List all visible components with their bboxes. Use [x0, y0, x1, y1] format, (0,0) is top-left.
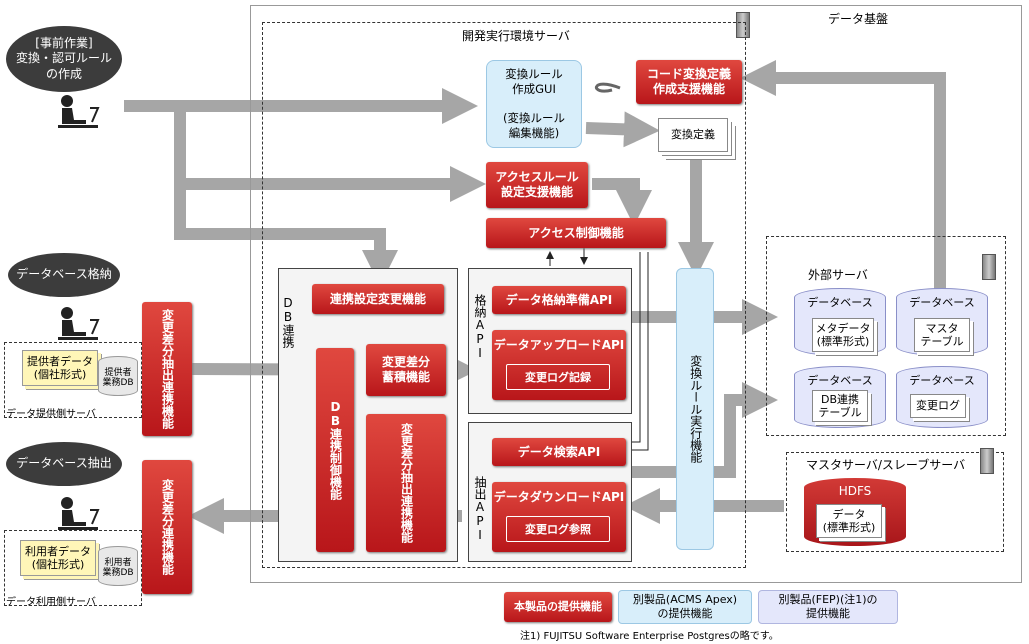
bubble-db-extract: データベース抽出: [6, 442, 122, 486]
external-server-boundary: [766, 236, 1006, 436]
bubble-prework-text: [事前作業] 変換・認可ルール の作成: [15, 35, 112, 81]
hdfs-data-text: データ (標準形式): [822, 507, 876, 534]
upload-api-text: データアップロードAPI: [493, 338, 625, 352]
metadata-doc: メタデータ (標準形式): [812, 318, 874, 352]
provider-db-cylinder: 提供者 業務DB: [98, 356, 138, 396]
change-log-ref: 変更ログ参照: [506, 516, 610, 542]
conv-def-doc: 変換定義: [658, 118, 728, 152]
person-icon: [58, 307, 100, 340]
code-conv-def-support: コード変換定義 作成支援機能: [636, 60, 742, 104]
user-data-text: 利用者データ (個社形式): [25, 544, 91, 571]
person-icon: [58, 497, 100, 530]
store-api-label: 格納API: [473, 294, 487, 360]
legend-product: 本製品の提供機能: [504, 592, 612, 622]
access-control-text: アクセス制御機能: [528, 225, 624, 240]
provider-server-label: データ提供側サーバ: [6, 409, 96, 420]
hdfs-data-doc: データ (標準形式): [816, 504, 882, 538]
db-link-control-text: DB連携制御機能: [328, 400, 343, 500]
arrow-gui-to-convdef: [585, 111, 660, 148]
left-diff-extract-link-text: 変更差分抽出連携機能: [160, 309, 175, 429]
access-control: アクセス制御機能: [486, 218, 666, 248]
arrow-external-to-codeconv: [740, 60, 946, 290]
db-title: データベース: [909, 296, 975, 309]
dev-server-label: 開発実行環境サーバ: [462, 29, 570, 43]
arrow-access-rule-to-ctrl: [592, 178, 652, 226]
change-log-text: 変更ログ: [916, 399, 960, 413]
user-data-doc: 利用者データ (個社形式): [20, 540, 96, 576]
download-api-text: データダウンロードAPI: [493, 490, 625, 504]
conv-rule-gui-text: 変換ルール 作成GUI (変換ルール 編集機能): [503, 66, 565, 141]
provider-server-boundary: [4, 342, 142, 418]
conv-rule-exec: 変換ルール実行機能: [676, 268, 714, 550]
download-api: データダウンロードAPI: [492, 482, 626, 552]
user-server-boundary: [4, 530, 142, 606]
db-link-control: DB連携制御機能: [316, 348, 354, 552]
diff-store-text: 変更差分 蓄積機能: [381, 355, 430, 384]
server-icon: [982, 254, 996, 280]
external-server-label: 外部サーバ: [808, 268, 868, 282]
diff-store: 変更差分 蓄積機能: [366, 344, 446, 396]
left-diff-link: 変更差分連携機能: [142, 460, 192, 594]
bubble-db-store-text: データベース格納: [16, 267, 112, 282]
master-slave-label: マスタサーバ/スレーブサーバ: [806, 458, 966, 472]
change-log-ref-text: 変更ログ参照: [525, 523, 591, 536]
data-platform-label: データ基盤: [828, 12, 889, 26]
legend-acms-text: 別製品(ACMS Apex) の提供機能: [632, 592, 738, 620]
db-link-table-text: DB連携 テーブル: [818, 392, 862, 419]
access-rule-text: アクセスルール 設定支援機能: [495, 170, 579, 199]
store-prep-api-text: データ格納準備API: [505, 292, 613, 307]
bubble-prework: [事前作業] 変換・認可ルール の作成: [6, 26, 122, 92]
bubble-db-extract-text: データベース抽出: [16, 456, 112, 471]
left-diff-link-text: 変更差分連携機能: [160, 479, 175, 575]
db-link-label: DB連携: [281, 296, 295, 348]
conv-def-text: 変換定義: [671, 128, 715, 142]
change-log-record: 変更ログ記録: [506, 364, 610, 390]
extract-api-label: 抽出API: [473, 476, 487, 542]
access-rule-support: アクセスルール 設定支援機能: [486, 162, 588, 208]
provider-data-text: 提供者データ (個社形式): [27, 354, 93, 381]
link-setting-change: 連携設定変更機能: [312, 284, 444, 314]
search-api-text: データ検索API: [517, 444, 601, 459]
footnote: 注1) FUJITSU Software Enterprise Postgres…: [520, 631, 779, 642]
server-icon: [736, 12, 750, 38]
diff-extract-link-text: 変更差分抽出連携機能: [399, 423, 414, 543]
bubble-db-store: データベース格納: [8, 253, 120, 297]
db-title: データベース: [909, 374, 975, 387]
hdfs-title: HDFS: [838, 484, 872, 498]
upload-api: データアップロードAPI: [492, 330, 626, 400]
user-db-cylinder: 利用者 業務DB: [98, 546, 138, 586]
link-setting-text: 連携設定変更機能: [329, 291, 426, 306]
store-prep-api: データ格納準備API: [492, 286, 626, 314]
server-icon: [980, 448, 994, 474]
legend-fep: 別製品(FEP)(注1)の 提供機能: [758, 590, 898, 624]
metadata-text: メタデータ (標準形式): [815, 321, 871, 348]
master-table-doc: マスタ テーブル: [914, 318, 970, 352]
user-server-label: データ利用側サーバ: [6, 597, 96, 608]
conv-rule-exec-text: 変換ルール実行機能: [688, 355, 703, 463]
change-log-record-text: 変更ログ記録: [525, 371, 591, 384]
provider-data-doc: 提供者データ (個社形式): [22, 350, 98, 386]
legend-product-text: 本製品の提供機能: [514, 600, 602, 614]
search-api: データ検索API: [492, 438, 626, 466]
db-link-table-doc: DB連携 テーブル: [812, 390, 868, 422]
user-db-text: 利用者 業務DB: [102, 558, 134, 578]
master-slave-boundary: [786, 452, 1004, 552]
legend-fep-text: 別製品(FEP)(注1)の 提供機能: [778, 592, 878, 620]
diff-extract-link: 変更差分抽出連携機能: [366, 414, 446, 552]
dev-server-boundary: [262, 22, 746, 568]
person-icon: [58, 95, 100, 128]
db-title: データベース: [807, 374, 873, 387]
left-diff-extract-link: 変更差分抽出連携機能: [142, 302, 192, 436]
provider-db-text: 提供者 業務DB: [102, 368, 134, 388]
code-conv-def-text: コード変換定義 作成支援機能: [646, 67, 731, 96]
legend-acms: 別製品(ACMS Apex) の提供機能: [618, 590, 752, 624]
change-log-doc: 変更ログ: [910, 394, 966, 418]
db-title: データベース: [807, 296, 873, 309]
data-platform-boundary: [250, 5, 1022, 583]
master-table-text: マスタ テーブル: [920, 321, 964, 348]
conv-rule-gui: 変換ルール 作成GUI (変換ルール 編集機能): [486, 60, 582, 148]
arrow-prework-to-link: [174, 184, 398, 286]
